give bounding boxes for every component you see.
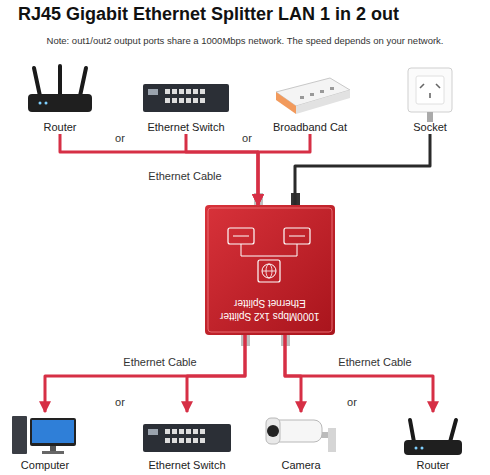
modem-icon (276, 78, 350, 114)
ethernet-cable (187, 335, 245, 412)
device-label: Socket (413, 121, 447, 134)
cable-label: Ethernet Cable (121, 356, 198, 369)
splitter-label: Ethernet Splitter (234, 297, 306, 310)
cable-label: Ethernet Cable (146, 170, 223, 183)
device-node: Router (398, 412, 468, 472)
device-node: Camera (262, 412, 340, 472)
ethernet-cable (285, 335, 433, 412)
cable-label: Ethernet Cable (336, 356, 413, 369)
note-text: Note: out1/out2 output ports share a 100… (45, 34, 446, 47)
or-label: or (113, 132, 127, 145)
device-node: Computer (8, 412, 82, 472)
splitter-housing (205, 193, 335, 346)
camera-icon (266, 418, 336, 452)
router-icon (404, 420, 462, 455)
device-label: Router (43, 121, 76, 134)
ethernet-cable (285, 335, 301, 412)
switch-icon (143, 84, 229, 112)
router-icon (28, 66, 92, 112)
or-label: or (113, 396, 127, 409)
socket-icon (408, 68, 452, 122)
splitter-box: Ethernet Splitter1000Mbps 1x2 Splitter (205, 205, 335, 335)
device-node: Broadband Cat (262, 62, 358, 134)
ethernet-cable (60, 134, 258, 205)
ethernet-cable (295, 134, 430, 205)
device-node: Ethernet Switch (138, 412, 236, 472)
device-node: Router (18, 62, 102, 134)
device-label: Computer (21, 459, 69, 472)
or-label: or (345, 396, 359, 409)
diagram-title: RJ45 Gigabit Ethernet Splitter LAN 1 in … (18, 4, 399, 25)
ethernet-cable (45, 335, 245, 412)
device-label: Ethernet Switch (148, 459, 225, 472)
or-label: or (240, 132, 254, 145)
computer-icon (12, 416, 76, 454)
device-node: Ethernet Switch (138, 62, 234, 134)
ethernet-cable (258, 134, 310, 205)
device-label: Broadband Cat (273, 121, 347, 134)
device-label: Router (416, 459, 449, 472)
switch-icon (143, 424, 231, 452)
device-label: Camera (281, 459, 320, 472)
splitter-label: 1000Mbps 1x2 Splitter (220, 310, 320, 323)
device-label: Ethernet Switch (147, 121, 224, 134)
device-node: Socket (398, 62, 462, 134)
